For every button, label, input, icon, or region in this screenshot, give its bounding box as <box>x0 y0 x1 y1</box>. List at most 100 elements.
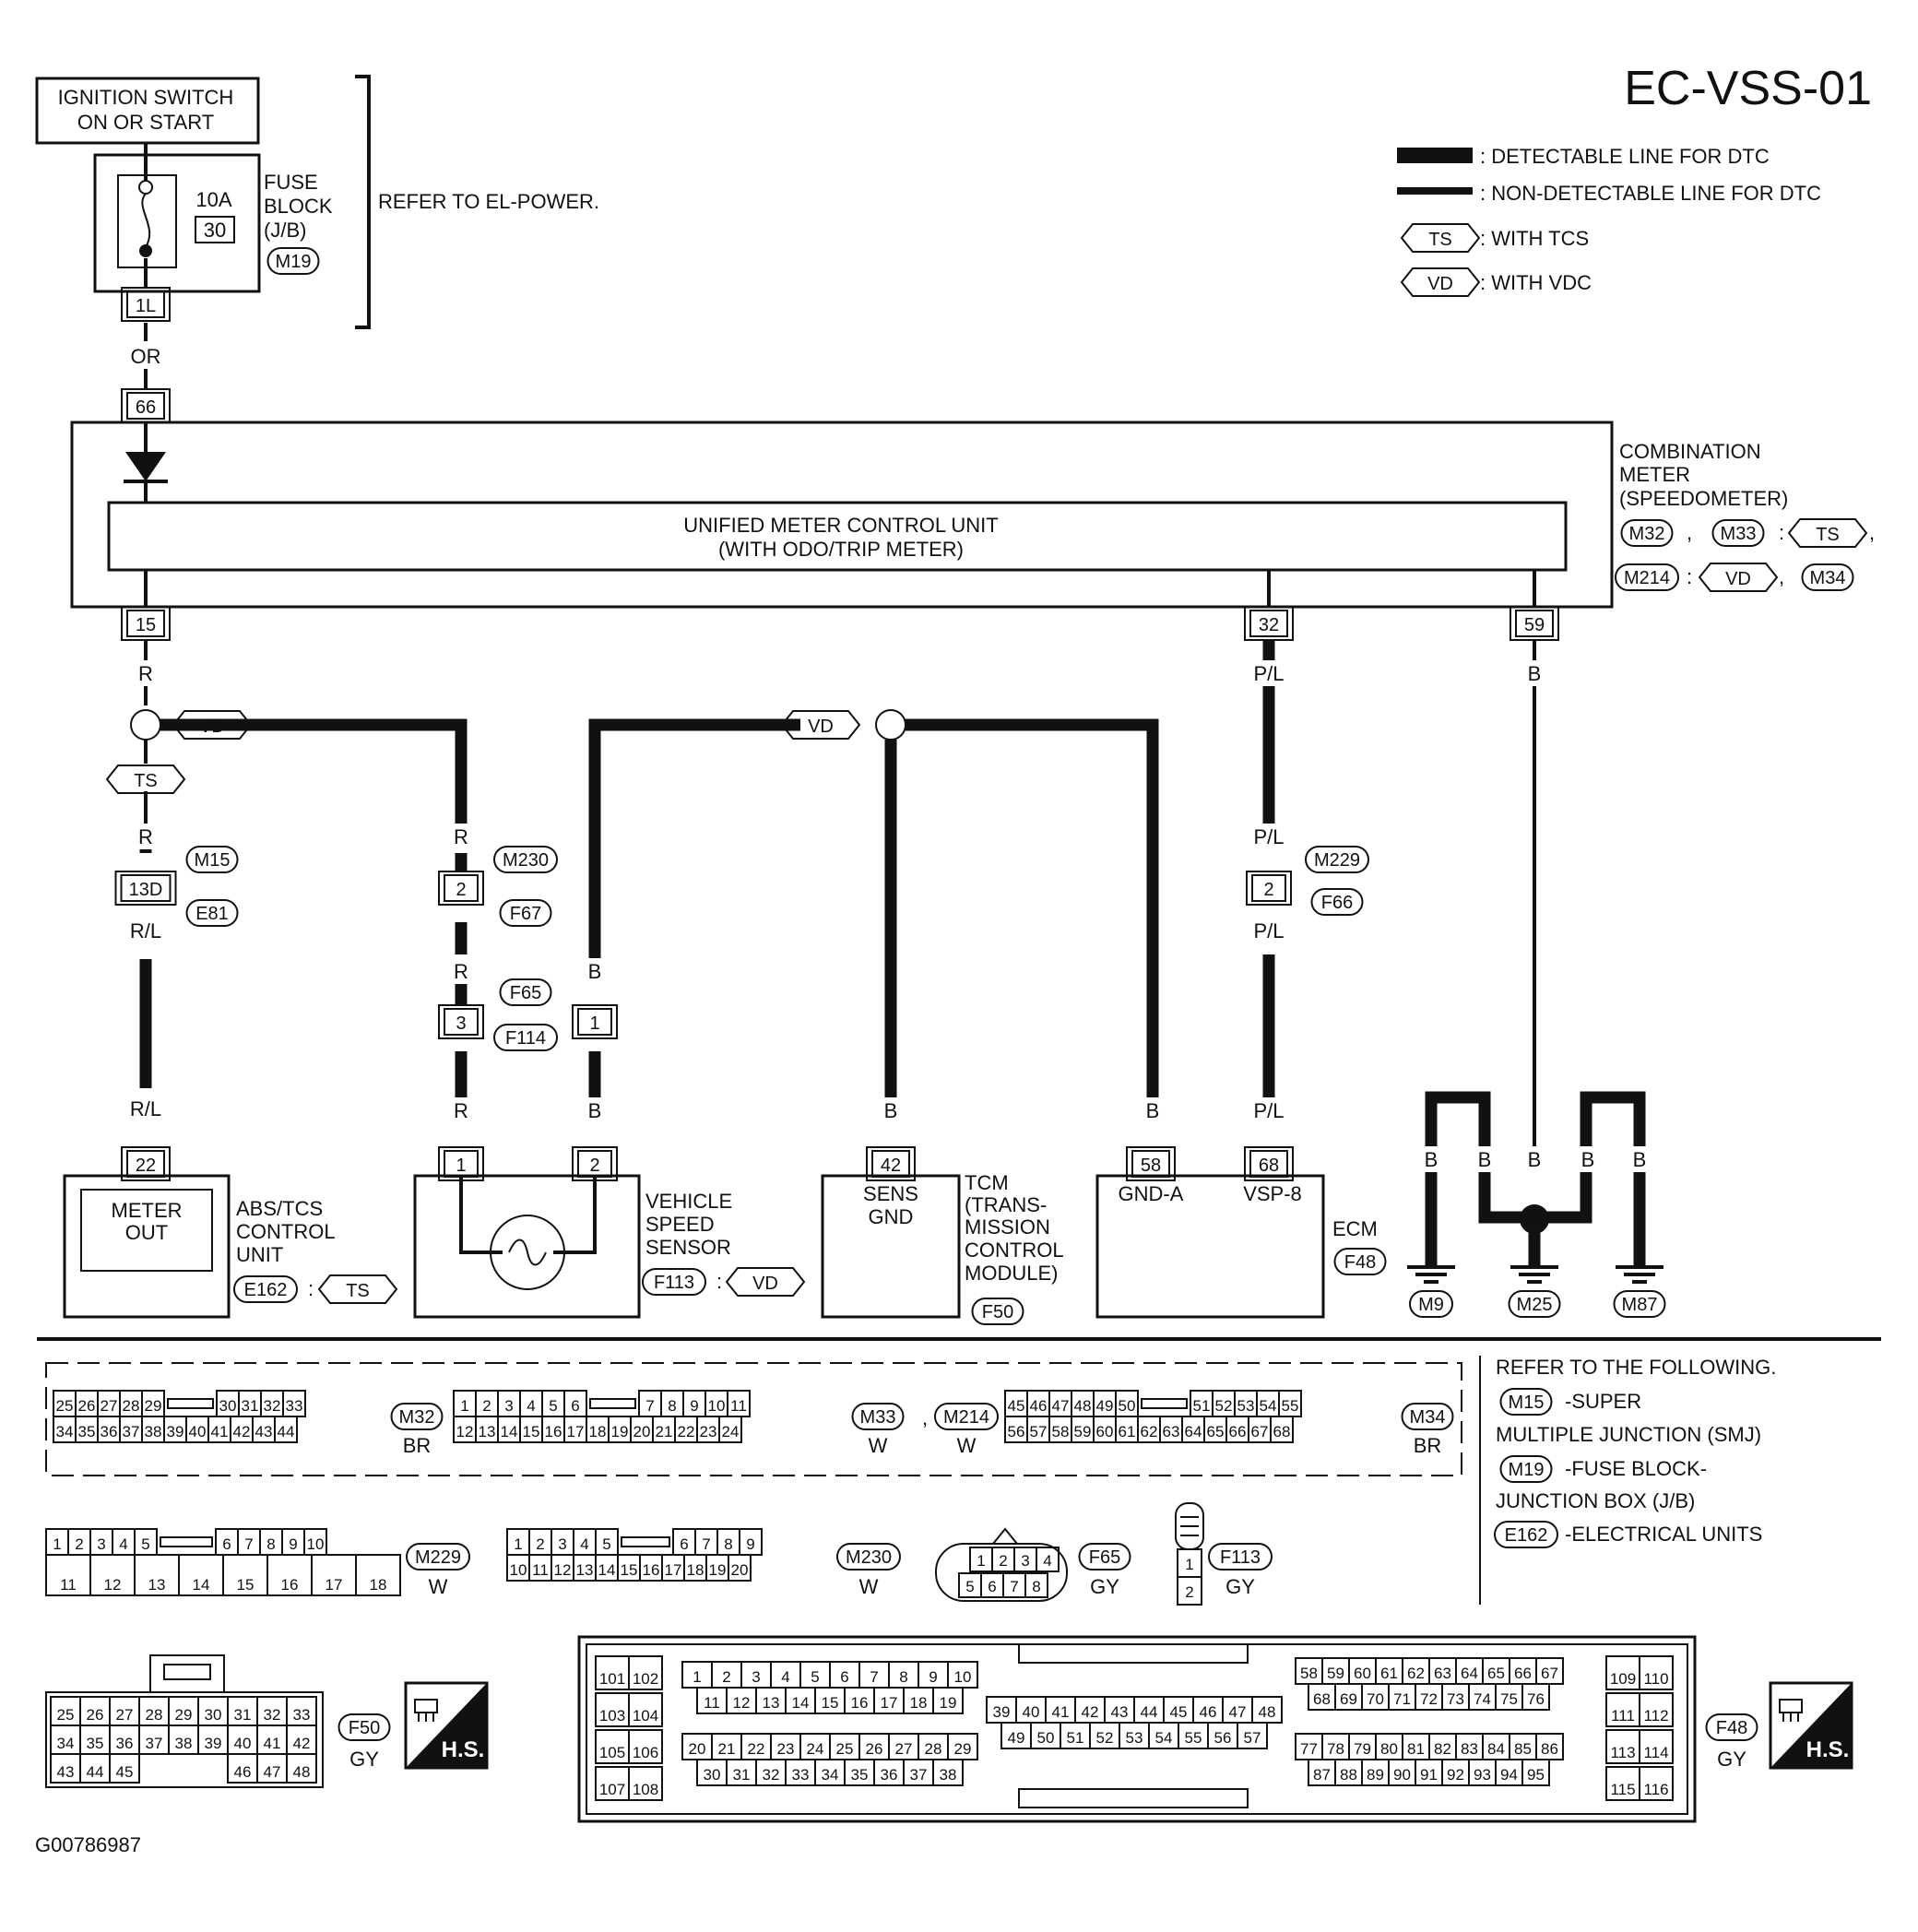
pin-number: 41 <box>1052 1703 1070 1721</box>
connector-tag-text: F50 <box>982 1302 1013 1322</box>
wire-color-label: R <box>125 660 166 686</box>
view-color: W <box>957 1434 977 1457</box>
wire-color-label: B <box>1514 1146 1555 1172</box>
pin-number: 31 <box>234 1706 252 1724</box>
pin-number: 13 <box>479 1423 496 1440</box>
pin-number: 69 <box>1340 1690 1357 1708</box>
cm-conn-m32: M32 <box>1620 519 1674 547</box>
ground-tag: M25 <box>1508 1290 1561 1318</box>
pin-number: 54 <box>1155 1729 1173 1747</box>
abs-inner1: METER <box>112 1199 183 1222</box>
abs-label3: UNIT <box>236 1243 283 1266</box>
pin-number: 25 <box>836 1740 854 1758</box>
pin-number: 63 <box>1163 1423 1180 1440</box>
pin-number: 63 <box>1434 1665 1451 1682</box>
pin-number: 18 <box>687 1561 704 1579</box>
pin-number: 12 <box>733 1694 751 1712</box>
pin-number: 20 <box>689 1740 706 1758</box>
pin-number: 12 <box>456 1423 474 1440</box>
label-text: , <box>922 1406 928 1429</box>
wire-color-label: P/L <box>1249 824 1289 849</box>
pin-number: 10 <box>307 1535 325 1553</box>
pin-number: 27 <box>895 1740 913 1758</box>
pin-number: 53 <box>1126 1729 1143 1747</box>
view-color: W <box>869 1434 888 1457</box>
pin-number: 79 <box>1354 1740 1371 1758</box>
pin-number: 30 <box>219 1397 237 1415</box>
pin-number: 4 <box>580 1535 588 1553</box>
pin-number: 9 <box>746 1535 754 1553</box>
comb-meter-label2: METER <box>1619 463 1690 486</box>
pin-number: 14 <box>501 1423 518 1440</box>
pin-number: 41 <box>264 1735 281 1752</box>
pin-number: 43 <box>255 1423 273 1440</box>
pin-number: 51 <box>1067 1729 1084 1747</box>
pin-number: 8 <box>266 1535 275 1553</box>
pin-number: 39 <box>167 1423 184 1440</box>
connector-tag-text: M15 <box>195 850 231 871</box>
pin-number: 34 <box>57 1735 75 1752</box>
pin-number: 1 <box>53 1535 61 1553</box>
wire-color-text: R <box>138 825 153 848</box>
pin-number: 65 <box>1207 1423 1225 1440</box>
ecm-conn-f48: F48 <box>1333 1248 1387 1275</box>
refer-m15-text2: MULTIPLE JUNCTION (SMJ) <box>1496 1423 1761 1446</box>
view-color: GY <box>1225 1575 1255 1598</box>
pin-number: 11 <box>704 1694 720 1712</box>
view-color: GY <box>349 1748 379 1771</box>
terminal-number: 1 <box>456 1156 466 1176</box>
wire-color-text: B <box>1146 1099 1160 1122</box>
legend-non-detectable: : NON-DETECTABLE LINE FOR DTC <box>1480 182 1821 205</box>
tcm-label5: MODULE) <box>965 1262 1058 1285</box>
terminal-68: 68 <box>1244 1146 1294 1181</box>
connector-tag-text: E81 <box>195 904 229 924</box>
unified-unit-line2: (WITH ODO/TRIP METER) <box>718 538 964 561</box>
pin-number: 14 <box>193 1576 210 1594</box>
hs-text: H.S. <box>442 1737 485 1762</box>
pin-number: 81 <box>1407 1740 1425 1758</box>
wire-color-label: B <box>1568 1146 1608 1172</box>
vss-label3: SENSOR <box>645 1236 731 1259</box>
pin-number: 112 <box>1643 1707 1668 1725</box>
ground-tag: M87 <box>1613 1290 1666 1318</box>
pin-number: 104 <box>633 1707 658 1725</box>
pin-number: 37 <box>146 1735 163 1752</box>
pin-number: 20 <box>731 1561 749 1579</box>
pin-number: 6 <box>840 1668 848 1686</box>
view-color: GY <box>1090 1575 1119 1598</box>
pin-number: 3 <box>504 1397 513 1415</box>
legend-ts-text: : WITH TCS <box>1480 227 1589 250</box>
wire-color-text: R/L <box>130 919 161 942</box>
option-tag-text: TS <box>134 771 158 791</box>
wire-color-text: R <box>454 960 468 983</box>
view-tag: M34 <box>1401 1403 1454 1430</box>
view-tag: M230 <box>836 1543 901 1570</box>
conn-m15: M15 <box>185 846 239 873</box>
pin-number: 66 <box>1229 1423 1247 1440</box>
terminal-number: 2 <box>1263 880 1273 900</box>
refer-m19-text: -FUSE BLOCK- <box>1565 1457 1707 1480</box>
pin-number: 56 <box>1214 1729 1232 1747</box>
pin-number: 48 <box>1259 1703 1276 1721</box>
pin-number: 58 <box>1300 1665 1318 1682</box>
connector-tag-text: M33 <box>860 1407 896 1428</box>
refer-heading: REFER TO THE FOLLOWING. <box>1496 1356 1776 1379</box>
figure-id: G00786987 <box>35 1833 141 1856</box>
terminal-22: 22 <box>121 1146 171 1181</box>
pin-number: 62 <box>1407 1665 1425 1682</box>
wire-color-text: B <box>588 960 602 983</box>
pin-number: 30 <box>205 1706 222 1724</box>
pin-number: 116 <box>1643 1781 1668 1798</box>
connector-tag-text: M229 <box>415 1547 461 1568</box>
view-color: BR <box>403 1434 432 1457</box>
abs-inner2: OUT <box>125 1221 168 1244</box>
pin-number: 15 <box>523 1423 540 1440</box>
pin-number: 60 <box>1096 1423 1114 1440</box>
connector-tag-text: M15 <box>1509 1393 1545 1413</box>
fuse-refer: REFER TO EL-POWER. <box>378 190 599 213</box>
wire-color-label: R/L <box>125 1096 166 1121</box>
terminal-number: 1 <box>589 1013 599 1034</box>
terminal-vss-1: 1 <box>438 1146 484 1181</box>
